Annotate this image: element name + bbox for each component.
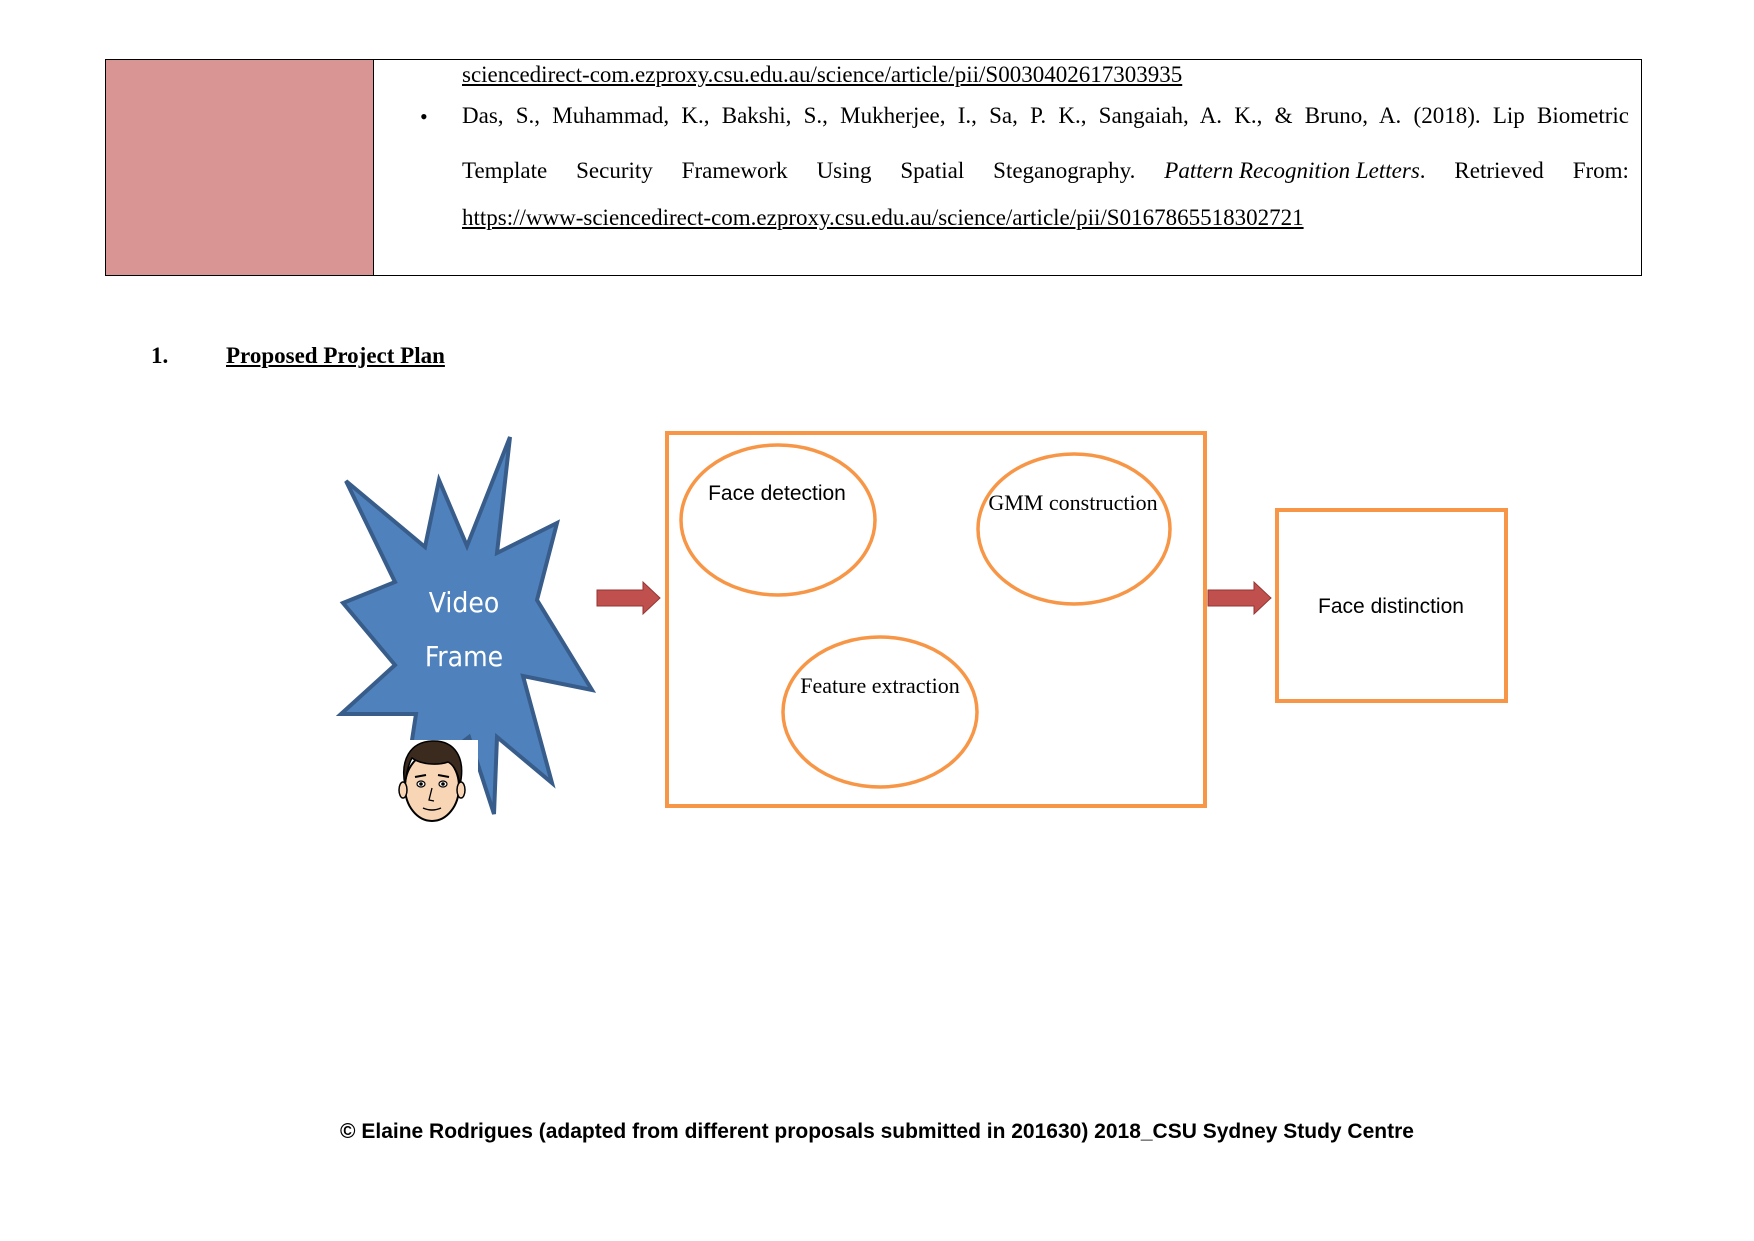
reference-table-shaded-cell xyxy=(106,60,374,275)
face-distinction-label: Face distinction xyxy=(1318,595,1464,618)
reference-journal-title: Pattern Recognition Letters xyxy=(1164,158,1420,183)
starburst-label-line1: Video xyxy=(429,586,500,619)
reference-word: Retrieved xyxy=(1454,158,1544,183)
starburst-label-line2: Frame xyxy=(425,640,503,673)
reference-line-1: sciencedirect-com.ezproxy.csu.edu.au/sci… xyxy=(462,62,1182,88)
section-number: 1. xyxy=(151,343,169,368)
bullet-icon: • xyxy=(420,104,428,129)
face-distinction-box xyxy=(1275,508,1508,703)
face-detection-label: Face detection xyxy=(708,482,846,505)
reference-journal: Pattern Recognition Letters. xyxy=(1164,158,1425,184)
footer-copyright: © Elaine Rodrigues (adapted from differe… xyxy=(340,1120,1414,1143)
gmm-construction-label: GMM construction xyxy=(988,490,1157,515)
reference-word: Spatial xyxy=(900,158,965,183)
reference-word: Steganography. xyxy=(993,158,1136,183)
reference-line-4: https://www-sciencedirect-com.ezproxy.cs… xyxy=(462,205,1304,231)
section-title: Proposed Project Plan xyxy=(226,343,445,368)
processing-box xyxy=(665,431,1207,808)
reference-link-2[interactable]: https://www-sciencedirect-com.ezproxy.cs… xyxy=(462,205,1304,230)
reference-journal-period: . xyxy=(1419,158,1426,183)
reference-citation-text: Das, S., Muhammad, K., Bakshi, S., Mukhe… xyxy=(462,103,1629,128)
reference-table-content-cell: sciencedirect-com.ezproxy.csu.edu.au/sci… xyxy=(374,60,1641,275)
reference-word: From: xyxy=(1572,158,1629,183)
feature-extraction-label: Feature extraction xyxy=(800,673,959,698)
reference-line-2: Das, S., Muhammad, K., Bakshi, S., Mukhe… xyxy=(462,103,1629,129)
arrow-right-icon xyxy=(1207,580,1272,616)
face-detection-node xyxy=(679,443,877,597)
feature-extraction-node xyxy=(781,635,979,789)
reference-word: Framework xyxy=(681,158,788,183)
reference-table: sciencedirect-com.ezproxy.csu.edu.au/sci… xyxy=(105,59,1642,276)
face-icon xyxy=(398,740,478,825)
reference-link-1[interactable]: sciencedirect-com.ezproxy.csu.edu.au/sci… xyxy=(462,62,1183,87)
gmm-construction-node xyxy=(976,452,1172,606)
reference-word: Security xyxy=(576,158,653,183)
reference-line-3: Template Security Framework Using Spatia… xyxy=(462,158,1629,184)
reference-word: Using xyxy=(816,158,872,183)
reference-word: Template xyxy=(462,158,548,183)
arrow-right-icon xyxy=(596,580,661,616)
